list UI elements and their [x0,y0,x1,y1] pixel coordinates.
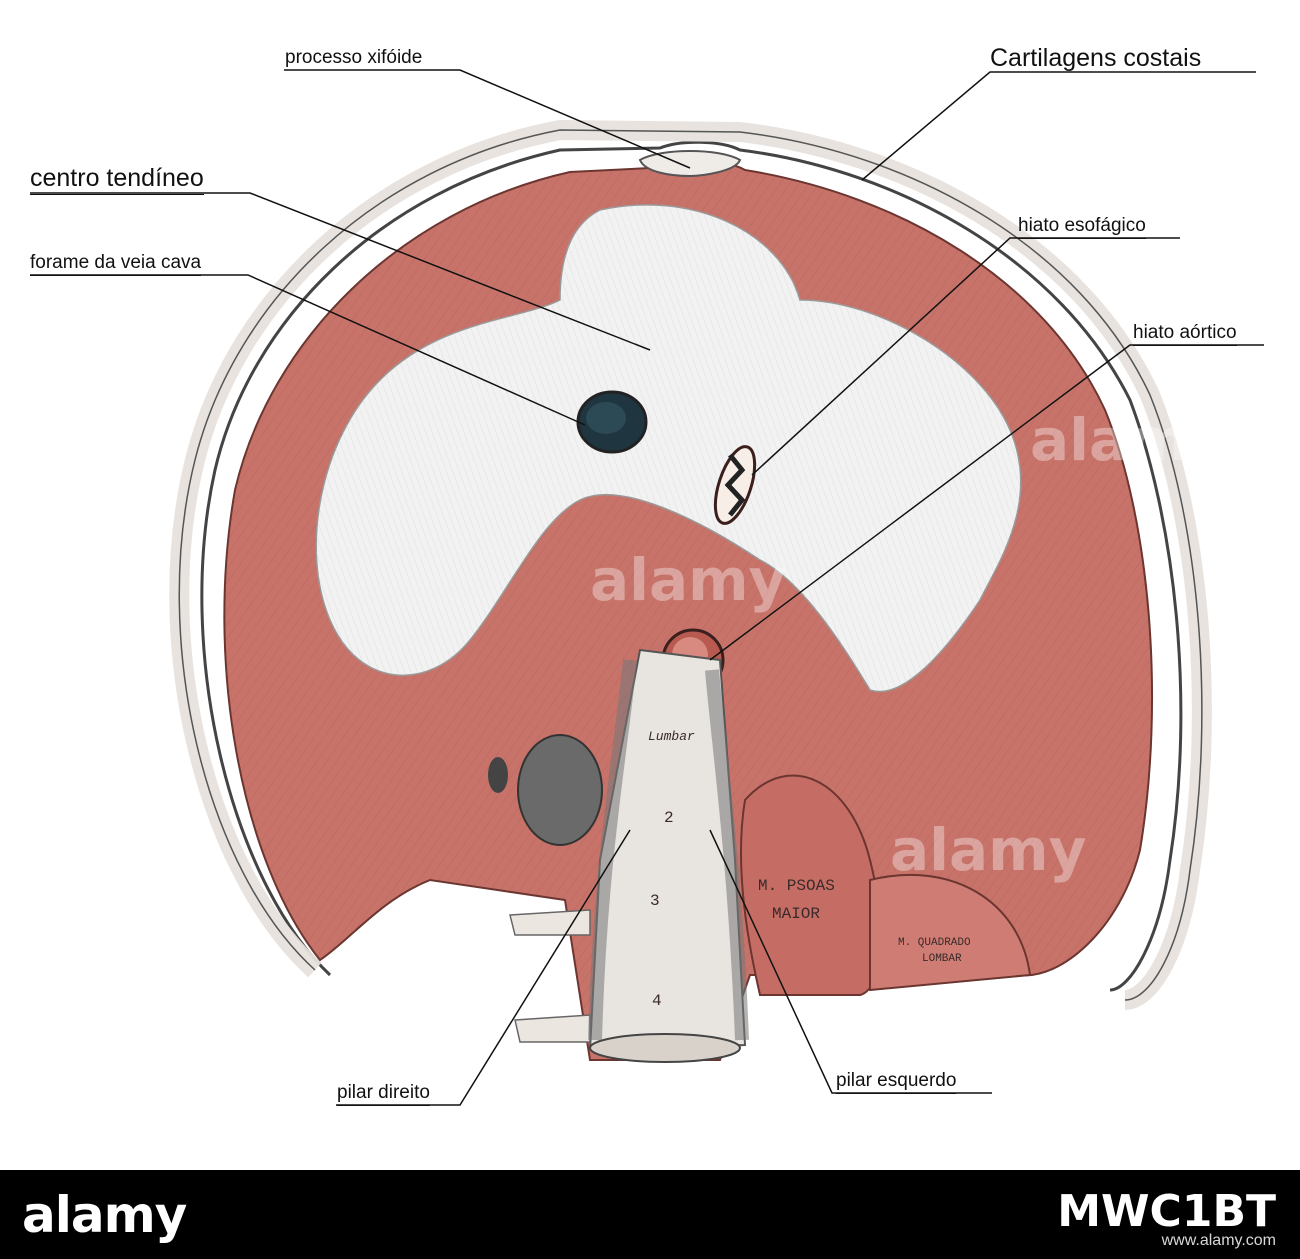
esophageal-hiatus [713,445,757,525]
vertebra-3-label: 3 [650,892,660,910]
vertebra-2-label: 2 [664,809,674,827]
diaphragm-illustration: M. PSOAS MAIOR M. QUADRADO LOMBAR Lumbar… [30,69,1264,1106]
quadratus-lumborum-muscle [869,873,1032,992]
right-crus [588,659,637,1041]
site-url: www.alamy.com [1161,1232,1276,1249]
watermark-lower: alamy [890,816,1086,884]
psoas-label-line2: MAIOR [772,905,820,923]
vertebra-4-label: 4 [652,992,662,1010]
label-esophageal-hiatus: hiato esofágico [1018,216,1146,239]
leader-xiphoid [284,69,691,169]
label-aortic-hiatus: hiato aórtico [1133,323,1237,346]
watermark-footer: alamy MWC1BT www.alamy.com [0,1170,1300,1259]
stock-id: MWC1BT [1057,1186,1276,1237]
label-central-tendon: centro tendíneo [30,166,204,195]
alamy-logo: alamy [22,1186,187,1244]
left-crus [705,669,749,1041]
leader-costal [861,71,1256,181]
quadratus-label-line2: LOMBAR [922,953,962,965]
label-costal-cartilages: Cartilagens costais [990,44,1202,72]
label-vena-cava-foramen: forame da veia cava [30,253,202,276]
label-right-crus: pilar direito [337,1083,430,1106]
lateral-arcuate-opening [517,734,603,846]
leader-tendon [30,192,651,351]
quadratus-label-line1: M. QUADRADO [898,937,971,949]
label-xiphoid-process: processo xifóide [285,47,423,68]
psoas-label-line1: M. PSOAS [758,877,835,895]
watermark-right: alamy [1030,406,1226,474]
costal-cartilage-outline [200,140,1183,992]
watermark-center: alamy [590,546,786,614]
lumbar-label: Lumbar [648,729,695,744]
label-left-crus: pilar esquerdo [836,1071,957,1094]
